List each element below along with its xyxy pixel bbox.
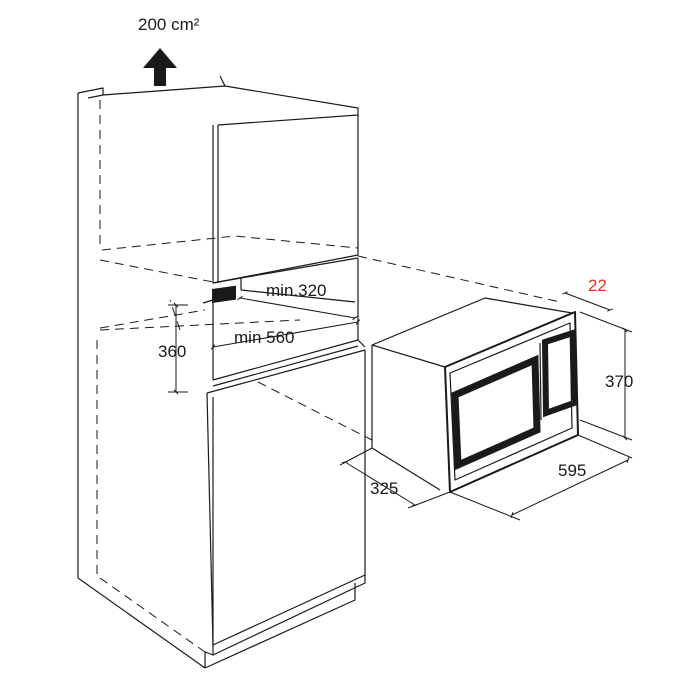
tall-cabinet [77,75,366,669]
niche-height-label: 360 [158,342,186,361]
microwave [371,297,579,493]
min-width-label: min 560 [234,328,294,347]
ventilation-label: 200 cm² [138,15,200,34]
appliance-width-label: 595 [558,461,586,480]
frame-offset-label: 22 [588,276,607,295]
appliance-depth-label: 325 [370,479,398,498]
appliance-dimensions [339,291,633,521]
min-depth-label: min.320 [266,281,326,300]
niche-dimensions [168,295,361,395]
arrow-up-icon [143,48,177,86]
appliance-height-label: 370 [605,372,633,391]
ventilation-arrow [143,48,177,86]
